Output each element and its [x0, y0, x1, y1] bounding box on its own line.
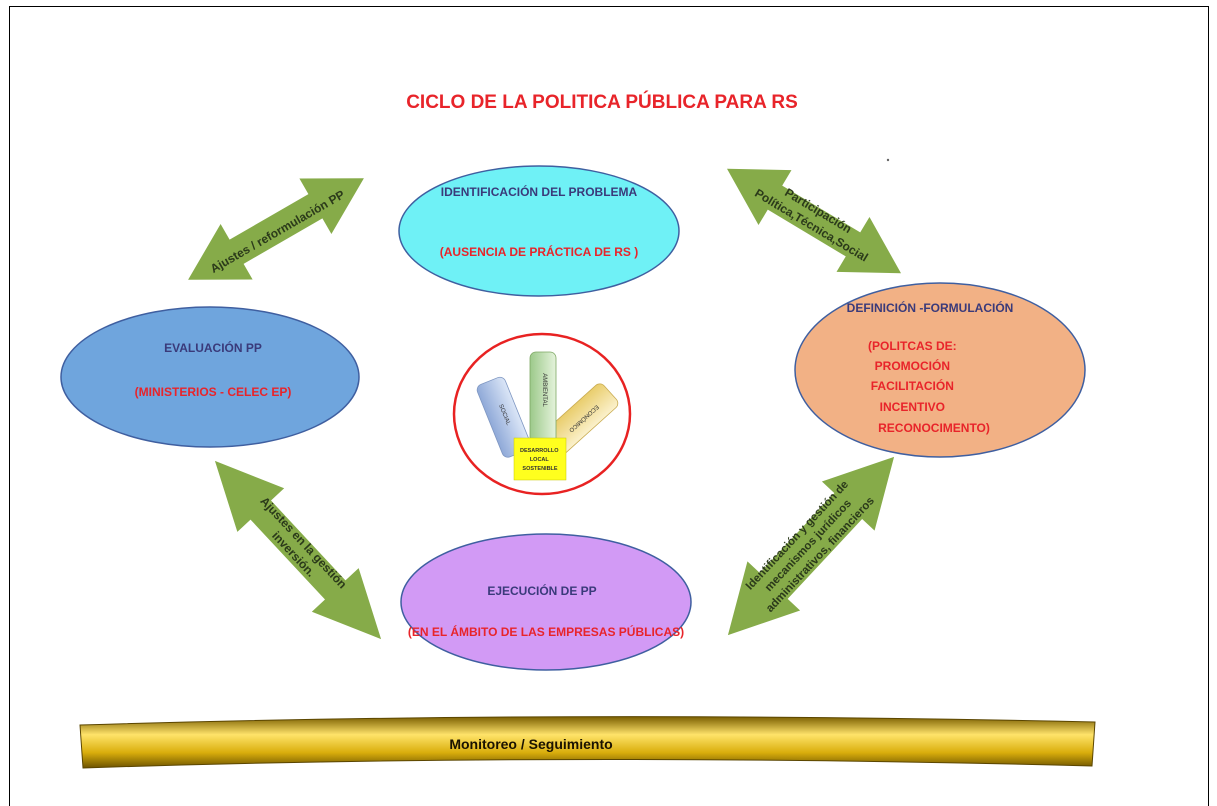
- center-base-box: [513, 437, 567, 481]
- monitoring-banner: Monitoreo / Seguimiento: [79, 716, 1096, 769]
- node-evaluacion: EVALUACIÓN PP (MINISTERIOS - CELEC EP): [60, 306, 360, 448]
- monitoring-banner-label: Monitoreo / Seguimiento: [449, 736, 612, 752]
- bar-ambiental-label: AMBIENTAL: [541, 373, 547, 407]
- arrow-bottom-right: Identificación y gestión de mecanismos j…: [727, 456, 895, 636]
- node-definicion-line-2: PROMOCIÓN: [875, 358, 950, 373]
- svg-text:Ajustes / reformulación PP: Ajustes / reformulación PP: [208, 187, 347, 275]
- diagram-title: CICLO DE LA POLITICA PÚBLICA PARA RS: [406, 91, 798, 113]
- node-identificacion-subtitle: (AUSENCIA DE PRÁCTICA DE RS ): [440, 244, 638, 259]
- node-ejecucion: EJECUCIÓN DE PP (EN EL ÁMBITO DE LAS EMP…: [400, 533, 692, 671]
- node-evaluacion-subtitle: (MINISTERIOS - CELEC EP): [135, 385, 292, 399]
- center-emblem: SOCIAL ECONÓMICO AMBIENTAL DESARROLLO LO…: [452, 332, 632, 496]
- node-definicion-line-5: RECONOCIMENTO): [878, 421, 990, 435]
- arrow-top-right: Participación Política,Técnica,Social: [726, 168, 902, 274]
- arrow-top-left: Ajustes / reformulación PP: [188, 178, 364, 280]
- node-identificacion: IDENTIFICACIÓN DEL PROBLEMA (AUSENCIA DE…: [398, 165, 680, 297]
- bar-ambiental: AMBIENTAL: [529, 351, 557, 451]
- svg-text:DESARROLLO LOCAL S: DESARROLLO LOCAL SOSTENIBLE: [520, 448, 560, 472]
- node-identificacion-title: IDENTIFICACIÓN DEL PROBLEMA: [441, 184, 638, 199]
- node-definicion-line-4: INCENTIVO: [880, 400, 945, 414]
- node-definicion-title: DEFINICIÓN -FORMULACIÓN: [847, 300, 1014, 315]
- node-ejecucion-subtitle: (EN EL ÁMBITO DE LAS EMPRESAS PÚBLICAS): [408, 624, 684, 639]
- center-base-line-2: LOCAL: [530, 457, 550, 463]
- node-definicion-line-3: FACILITACIÓN: [871, 378, 954, 393]
- diagram-frame: [9, 6, 1209, 806]
- arrow-bottom-left: Ajustes en la gestión inversión.: [214, 460, 382, 640]
- stray-dot: [886, 158, 890, 162]
- node-definicion: DEFINICIÓN -FORMULACIÓN (POLITCAS DE: PR…: [794, 282, 1086, 458]
- bar-social: SOCIAL: [476, 376, 531, 458]
- arrow-top-left-label: Ajustes / reformulación PP: [208, 187, 347, 275]
- center-base-line-1: DESARROLLO: [520, 448, 559, 454]
- center-base-line-3: SOSTENIBLE: [522, 466, 557, 472]
- svg-text:(POLITCAS DE: PROMOCIÓN: (POLITCAS DE: PROMOCIÓN FACILITACIÓN INC…: [868, 339, 990, 435]
- arrow-bottom-left-label-1: Ajustes en la gestión: [257, 494, 349, 591]
- node-ejecucion-title: EJECUCIÓN DE PP: [487, 583, 596, 598]
- node-evaluacion-title: EVALUACIÓN PP: [164, 340, 262, 355]
- node-definicion-line-1: (POLITCAS DE:: [868, 339, 957, 353]
- arrow-bottom-right-label-2: mecanismos jurídicos: [763, 498, 854, 595]
